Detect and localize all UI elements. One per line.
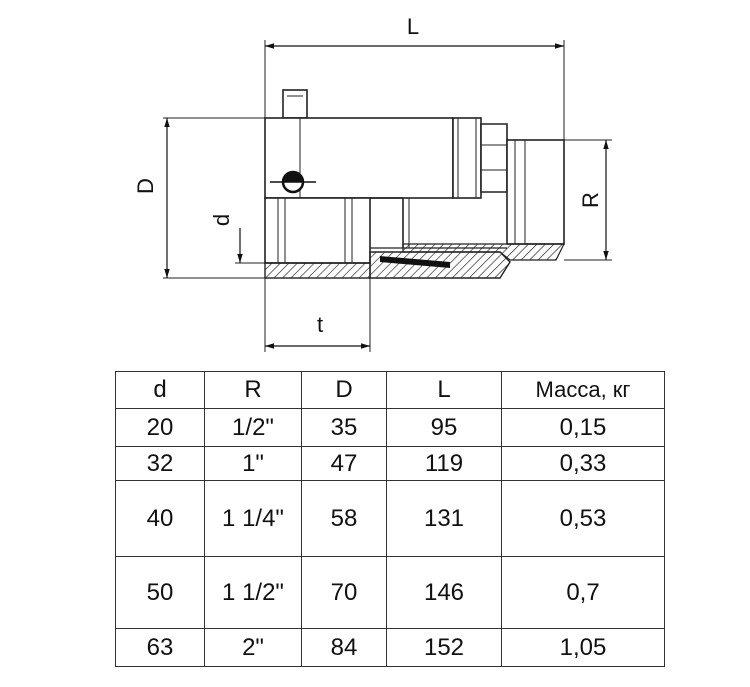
cell-d: 20 (115, 408, 205, 447)
fitting-drawing: L D d R t (133, 14, 612, 352)
label-d: d (209, 214, 234, 226)
cell-mass: 1,05 (501, 628, 665, 667)
cell-L: 119 (386, 446, 502, 481)
col-header-mass: Масса, кг (501, 371, 665, 409)
cell-R: 1 1/2" (204, 556, 302, 629)
table-row: 20 1/2" 35 95 0,15 (115, 408, 665, 447)
col-header-R: R (204, 371, 302, 409)
cell-d: 40 (115, 480, 205, 557)
cell-d: 32 (115, 446, 205, 481)
label-L: L (407, 14, 419, 39)
cell-D: 47 (301, 446, 387, 481)
cell-L: 146 (386, 556, 502, 629)
dimension-lines (164, 43, 609, 349)
col-header-D: D (301, 371, 387, 409)
cell-D: 58 (301, 480, 387, 557)
cell-d: 50 (115, 556, 205, 629)
fitting-body (264, 89, 565, 264)
label-D: D (133, 178, 158, 194)
cell-mass: 0,7 (501, 556, 665, 629)
cell-mass: 0,33 (501, 446, 665, 481)
cell-L: 131 (386, 480, 502, 557)
cell-mass: 0,15 (501, 408, 665, 447)
cell-L: 95 (386, 408, 502, 447)
table-row: 32 1" 47 119 0,33 (115, 446, 665, 481)
table-row: 40 1 1/4" 58 131 0,53 (115, 480, 665, 557)
col-header-L: L (386, 371, 502, 409)
cell-R: 1/2" (204, 408, 302, 447)
cell-D: 70 (301, 556, 387, 629)
cell-D: 35 (301, 408, 387, 447)
label-R: R (578, 192, 603, 208)
table-header-row: d R D L Масса, кг (115, 371, 665, 409)
section-hatching (264, 243, 565, 279)
cell-mass: 0,53 (501, 480, 665, 557)
cell-d: 63 (115, 628, 205, 667)
cell-R: 2" (204, 628, 302, 667)
cell-D: 84 (301, 628, 387, 667)
cell-R: 1 1/4" (204, 480, 302, 557)
col-header-d: d (115, 371, 205, 409)
cell-R: 1" (204, 446, 302, 481)
label-t: t (317, 312, 323, 337)
cell-L: 152 (386, 628, 502, 667)
spec-table: d R D L Масса, кг 20 1/2" 35 95 0,15 32 … (115, 371, 665, 667)
table-row: 63 2" 84 152 1,05 (115, 628, 665, 667)
table-row: 50 1 1/2" 70 146 0,7 (115, 556, 665, 629)
screw-icon (270, 170, 316, 194)
